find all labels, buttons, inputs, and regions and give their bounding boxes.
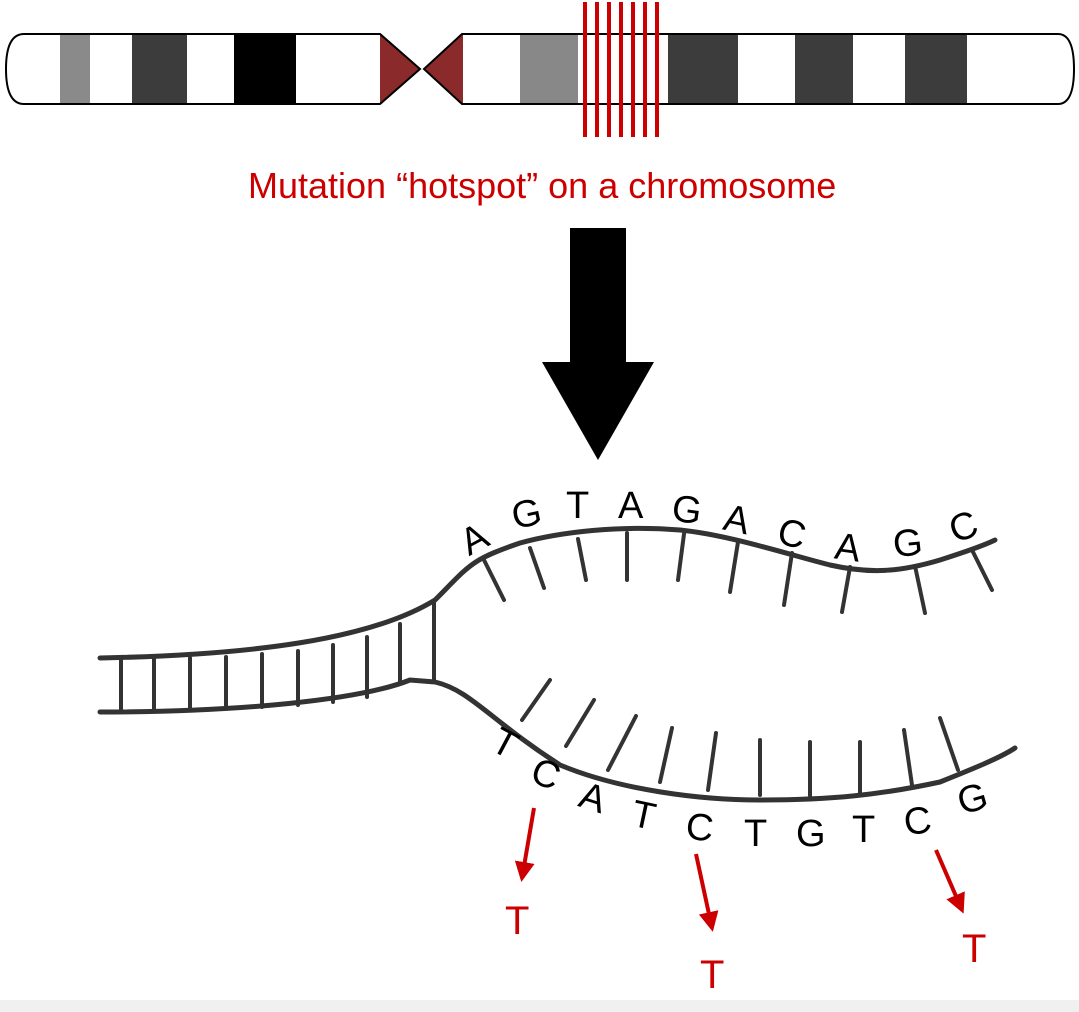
- dna-bottom-backbone: [97, 677, 1018, 803]
- top-base: C: [773, 511, 810, 558]
- bottom-base: G: [953, 775, 993, 824]
- mutated-base: T: [700, 953, 724, 997]
- down-arrow-icon: [542, 228, 654, 460]
- mutated-base: T: [962, 927, 986, 971]
- chromosome-band: [905, 34, 967, 104]
- mutation-2: T: [694, 853, 724, 997]
- top-strand-stubs: [482, 531, 994, 615]
- bottom-base: C: [684, 806, 716, 851]
- bottom-strand-stubs: [520, 678, 960, 798]
- bottom-base: T: [628, 793, 659, 839]
- red-arrow-icon: [514, 807, 536, 882]
- top-base: A: [832, 526, 864, 571]
- chromosome-q-arm: [424, 34, 1074, 104]
- top-base: G: [669, 488, 704, 534]
- dna-top-backbone: [97, 525, 998, 661]
- chromosome-band: [520, 34, 578, 104]
- bottom-base: G: [796, 813, 826, 855]
- hotspot-lines: [583, 2, 659, 137]
- hotspot-caption: Mutation “hotspot” on a chromosome: [248, 165, 836, 206]
- top-base: G: [891, 521, 925, 566]
- dna-base-pairs: [119, 600, 436, 712]
- chromosome-p-arm: [6, 34, 420, 104]
- bottom-base: C: [525, 750, 566, 799]
- top-base: T: [566, 485, 589, 527]
- chromosome-band: [234, 34, 296, 104]
- dna-molecule: [97, 525, 1018, 803]
- bottom-base: C: [901, 799, 934, 844]
- chromosome-band: [132, 34, 187, 104]
- top-base: C: [944, 503, 984, 552]
- red-arrow-icon: [934, 849, 965, 914]
- bottom-base: A: [574, 774, 612, 822]
- chromosome: [4, 2, 1076, 137]
- chromosome-band: [668, 34, 738, 104]
- mutated-base: T: [505, 899, 529, 943]
- red-arrow-icon: [694, 853, 719, 932]
- mutation-3: T: [934, 849, 986, 971]
- top-base: A: [720, 497, 754, 543]
- chromosome-band: [795, 34, 853, 104]
- mutation-1: T: [505, 807, 536, 943]
- bottom-base: T: [852, 809, 875, 851]
- chromosome-band: [60, 34, 90, 104]
- top-base: A: [618, 485, 644, 527]
- bottom-base: T: [485, 720, 525, 768]
- bottom-base: T: [744, 813, 767, 855]
- top-base: G: [508, 491, 546, 538]
- bottom-band: [0, 1000, 1079, 1012]
